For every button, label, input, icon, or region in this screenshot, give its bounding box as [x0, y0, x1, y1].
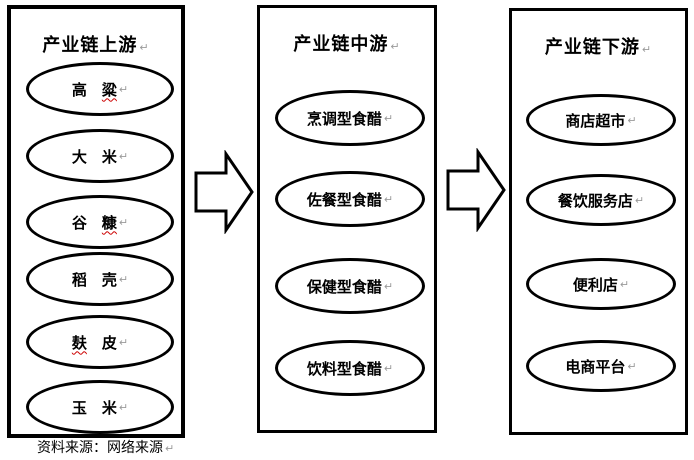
return-mark-icon: ↵: [165, 443, 175, 455]
return-mark-icon: ↵: [383, 193, 394, 206]
node-ecommerce-platforms: 电商平台↵: [526, 340, 676, 392]
node-sorghum: 高 粱↵: [26, 62, 174, 116]
return-mark-icon: ↵: [383, 362, 394, 375]
node-label-misspelled: 糠: [101, 214, 117, 232]
node-label: 佐餐型食醋: [306, 191, 382, 209]
node-label: 大 米: [71, 148, 117, 166]
return-mark-icon: ↵: [641, 44, 653, 56]
downstream-box: 产业链下游↵ 商店超市↵ 餐饮服务店↵ 便利店↵ 电商平台↵: [509, 8, 688, 435]
source-caption-text: 资料来源：网络来源: [37, 439, 163, 455]
node-label: 稻 壳: [71, 271, 117, 289]
return-mark-icon: ↵: [118, 150, 129, 163]
return-mark-icon: ↵: [383, 280, 394, 293]
node-label: 烹调型食醋: [306, 110, 382, 128]
return-mark-icon: ↵: [390, 41, 401, 53]
node-label: 玉 米: [71, 399, 117, 417]
node-label-misspelled: 粱: [101, 81, 117, 99]
return-mark-icon: ↵: [118, 216, 129, 229]
arrow-midstream-to-downstream-icon: [446, 148, 506, 232]
return-mark-icon: ↵: [118, 273, 129, 286]
node-catering-service-stores: 餐饮服务店↵: [526, 174, 676, 226]
upstream-title: 产业链上游↵: [11, 31, 181, 57]
return-mark-icon: ↵: [139, 42, 150, 54]
node-label: 高: [71, 81, 102, 99]
node-rice-husk: 稻 壳↵: [26, 252, 174, 306]
upstream-box: 产业链上游↵ 高 粱↵ 大 米↵ 谷 糠↵ 稻 壳↵ 麸 皮↵ 玉 米↵: [7, 5, 185, 438]
node-beverage-vinegar: 饮料型食醋↵: [275, 340, 425, 396]
node-rice: 大 米↵: [26, 129, 174, 183]
node-wheat-bran: 麸 皮↵: [26, 315, 174, 369]
downstream-title-text: 产业链下游: [544, 37, 640, 57]
node-cooking-vinegar: 烹调型食醋↵: [275, 90, 425, 146]
node-label: 保健型食醋: [306, 278, 382, 296]
node-label: 电商平台: [565, 358, 626, 376]
downstream-title: 产业链下游↵: [512, 33, 685, 59]
node-label: 皮: [86, 334, 117, 352]
return-mark-icon: ↵: [118, 336, 129, 349]
midstream-box: 产业链中游↵ 烹调型食醋↵ 佐餐型食醋↵ 保健型食醋↵ 饮料型食醋↵: [257, 5, 437, 433]
node-table-vinegar: 佐餐型食醋↵: [275, 171, 425, 227]
node-corn: 玉 米↵: [26, 380, 174, 434]
source-caption: 资料来源：网络来源↵: [37, 437, 174, 457]
node-convenience-stores: 便利店↵: [526, 258, 676, 310]
arrow-upstream-to-midstream-icon: [194, 150, 254, 234]
return-mark-icon: ↵: [627, 360, 637, 373]
return-mark-icon: ↵: [383, 112, 394, 125]
midstream-title: 产业链中游↵: [260, 30, 434, 56]
node-label: 餐饮服务店: [557, 192, 633, 210]
node-label: 商店超市: [565, 112, 626, 130]
return-mark-icon: ↵: [118, 83, 129, 96]
node-label: 饮料型食醋: [306, 360, 382, 378]
midstream-title-text: 产业链中游: [293, 34, 389, 54]
node-label: 便利店: [572, 276, 618, 294]
return-mark-icon: ↵: [627, 114, 637, 127]
node-label-misspelled: 麸: [71, 334, 87, 352]
return-mark-icon: ↵: [118, 401, 129, 414]
return-mark-icon: ↵: [634, 194, 645, 207]
node-stores-supermarkets: 商店超市↵: [526, 94, 676, 146]
node-label: 谷: [71, 214, 102, 232]
node-health-vinegar: 保健型食醋↵: [275, 258, 425, 314]
upstream-title-text: 产业链上游: [42, 35, 138, 55]
return-mark-icon: ↵: [619, 278, 630, 291]
node-rice-chaff: 谷 糠↵: [26, 195, 174, 249]
